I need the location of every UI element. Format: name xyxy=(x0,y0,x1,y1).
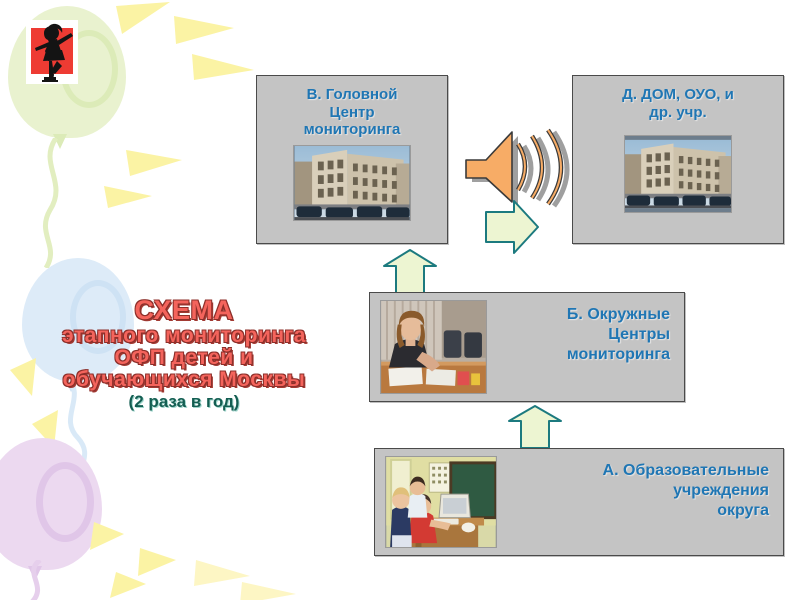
node-v-label-line-1: В. Головной xyxy=(306,86,398,103)
node-a-label-line-2: учреждения xyxy=(673,482,769,499)
node-b-text-wrap: Б. Окружные Центры мониторинга xyxy=(487,293,684,401)
node-d-dom-ouo-other-institutions[interactable]: Д. ДОМ, ОУО, и др. учр. xyxy=(572,75,784,244)
node-v-building-photo xyxy=(293,145,411,222)
slide-title: СХЕМА этапного мониторинга ОФП детей и о… xyxy=(8,296,360,411)
title-line-four: обучающихся Москвы xyxy=(62,368,306,392)
arrow-a-to-b-up xyxy=(506,404,564,455)
node-b-label-line-3: мониторинга xyxy=(566,346,670,363)
title-line-main: СХЕМА xyxy=(134,295,234,325)
title-line-two: этапного мониторинга xyxy=(62,323,306,347)
node-d-label-line-1: Д. ДОМ, ОУО, и xyxy=(622,86,734,103)
title-line-three: ОФП детей и xyxy=(114,345,254,369)
balloon-purple-string xyxy=(30,560,42,600)
node-b-label-line-1: Б. Окружные xyxy=(566,306,670,323)
node-v-head-monitoring-center[interactable]: В. Головной Центр мониторинга xyxy=(256,75,448,244)
arrow-b-to-d-right xyxy=(484,198,542,261)
node-d-label-line-2: др. учр. xyxy=(649,103,707,121)
node-a-label-line-1: А. Образовательные xyxy=(602,462,769,479)
loudspeaker-icon xyxy=(462,122,570,214)
node-a-text-wrap: А. Образовательные учреждения округа xyxy=(497,449,783,555)
node-a-photo-wrap xyxy=(375,449,497,555)
node-b-woman-at-desk-photo xyxy=(380,300,487,394)
sparkle-rays-bottom-right xyxy=(194,560,296,600)
node-b-district-monitoring-centers[interactable]: Б. Окружные Центры мониторинга xyxy=(369,292,685,402)
node-v-label-line-2: Центр xyxy=(329,103,375,121)
node-b-photo-wrap xyxy=(370,293,487,401)
balloon-green-string xyxy=(42,138,59,268)
node-a-label-line-3: округа xyxy=(717,502,769,519)
node-d-building-photo xyxy=(624,135,732,214)
dancer-figure-icon xyxy=(35,23,73,82)
node-b-label-line-2: Центры xyxy=(608,326,670,343)
sparkle-rays-bottom xyxy=(90,522,176,598)
node-a-classroom-computer-photo xyxy=(385,456,497,548)
title-subtitle: (2 раза в год) xyxy=(128,392,240,412)
arrow-b-to-v-up xyxy=(381,248,439,301)
dancer-emblem xyxy=(26,20,78,84)
node-a-educational-institutions[interactable]: А. Образовательные учреждения округа xyxy=(374,448,784,556)
node-v-label-line-3: мониторинга xyxy=(303,121,401,139)
balloon-purple xyxy=(0,438,102,581)
